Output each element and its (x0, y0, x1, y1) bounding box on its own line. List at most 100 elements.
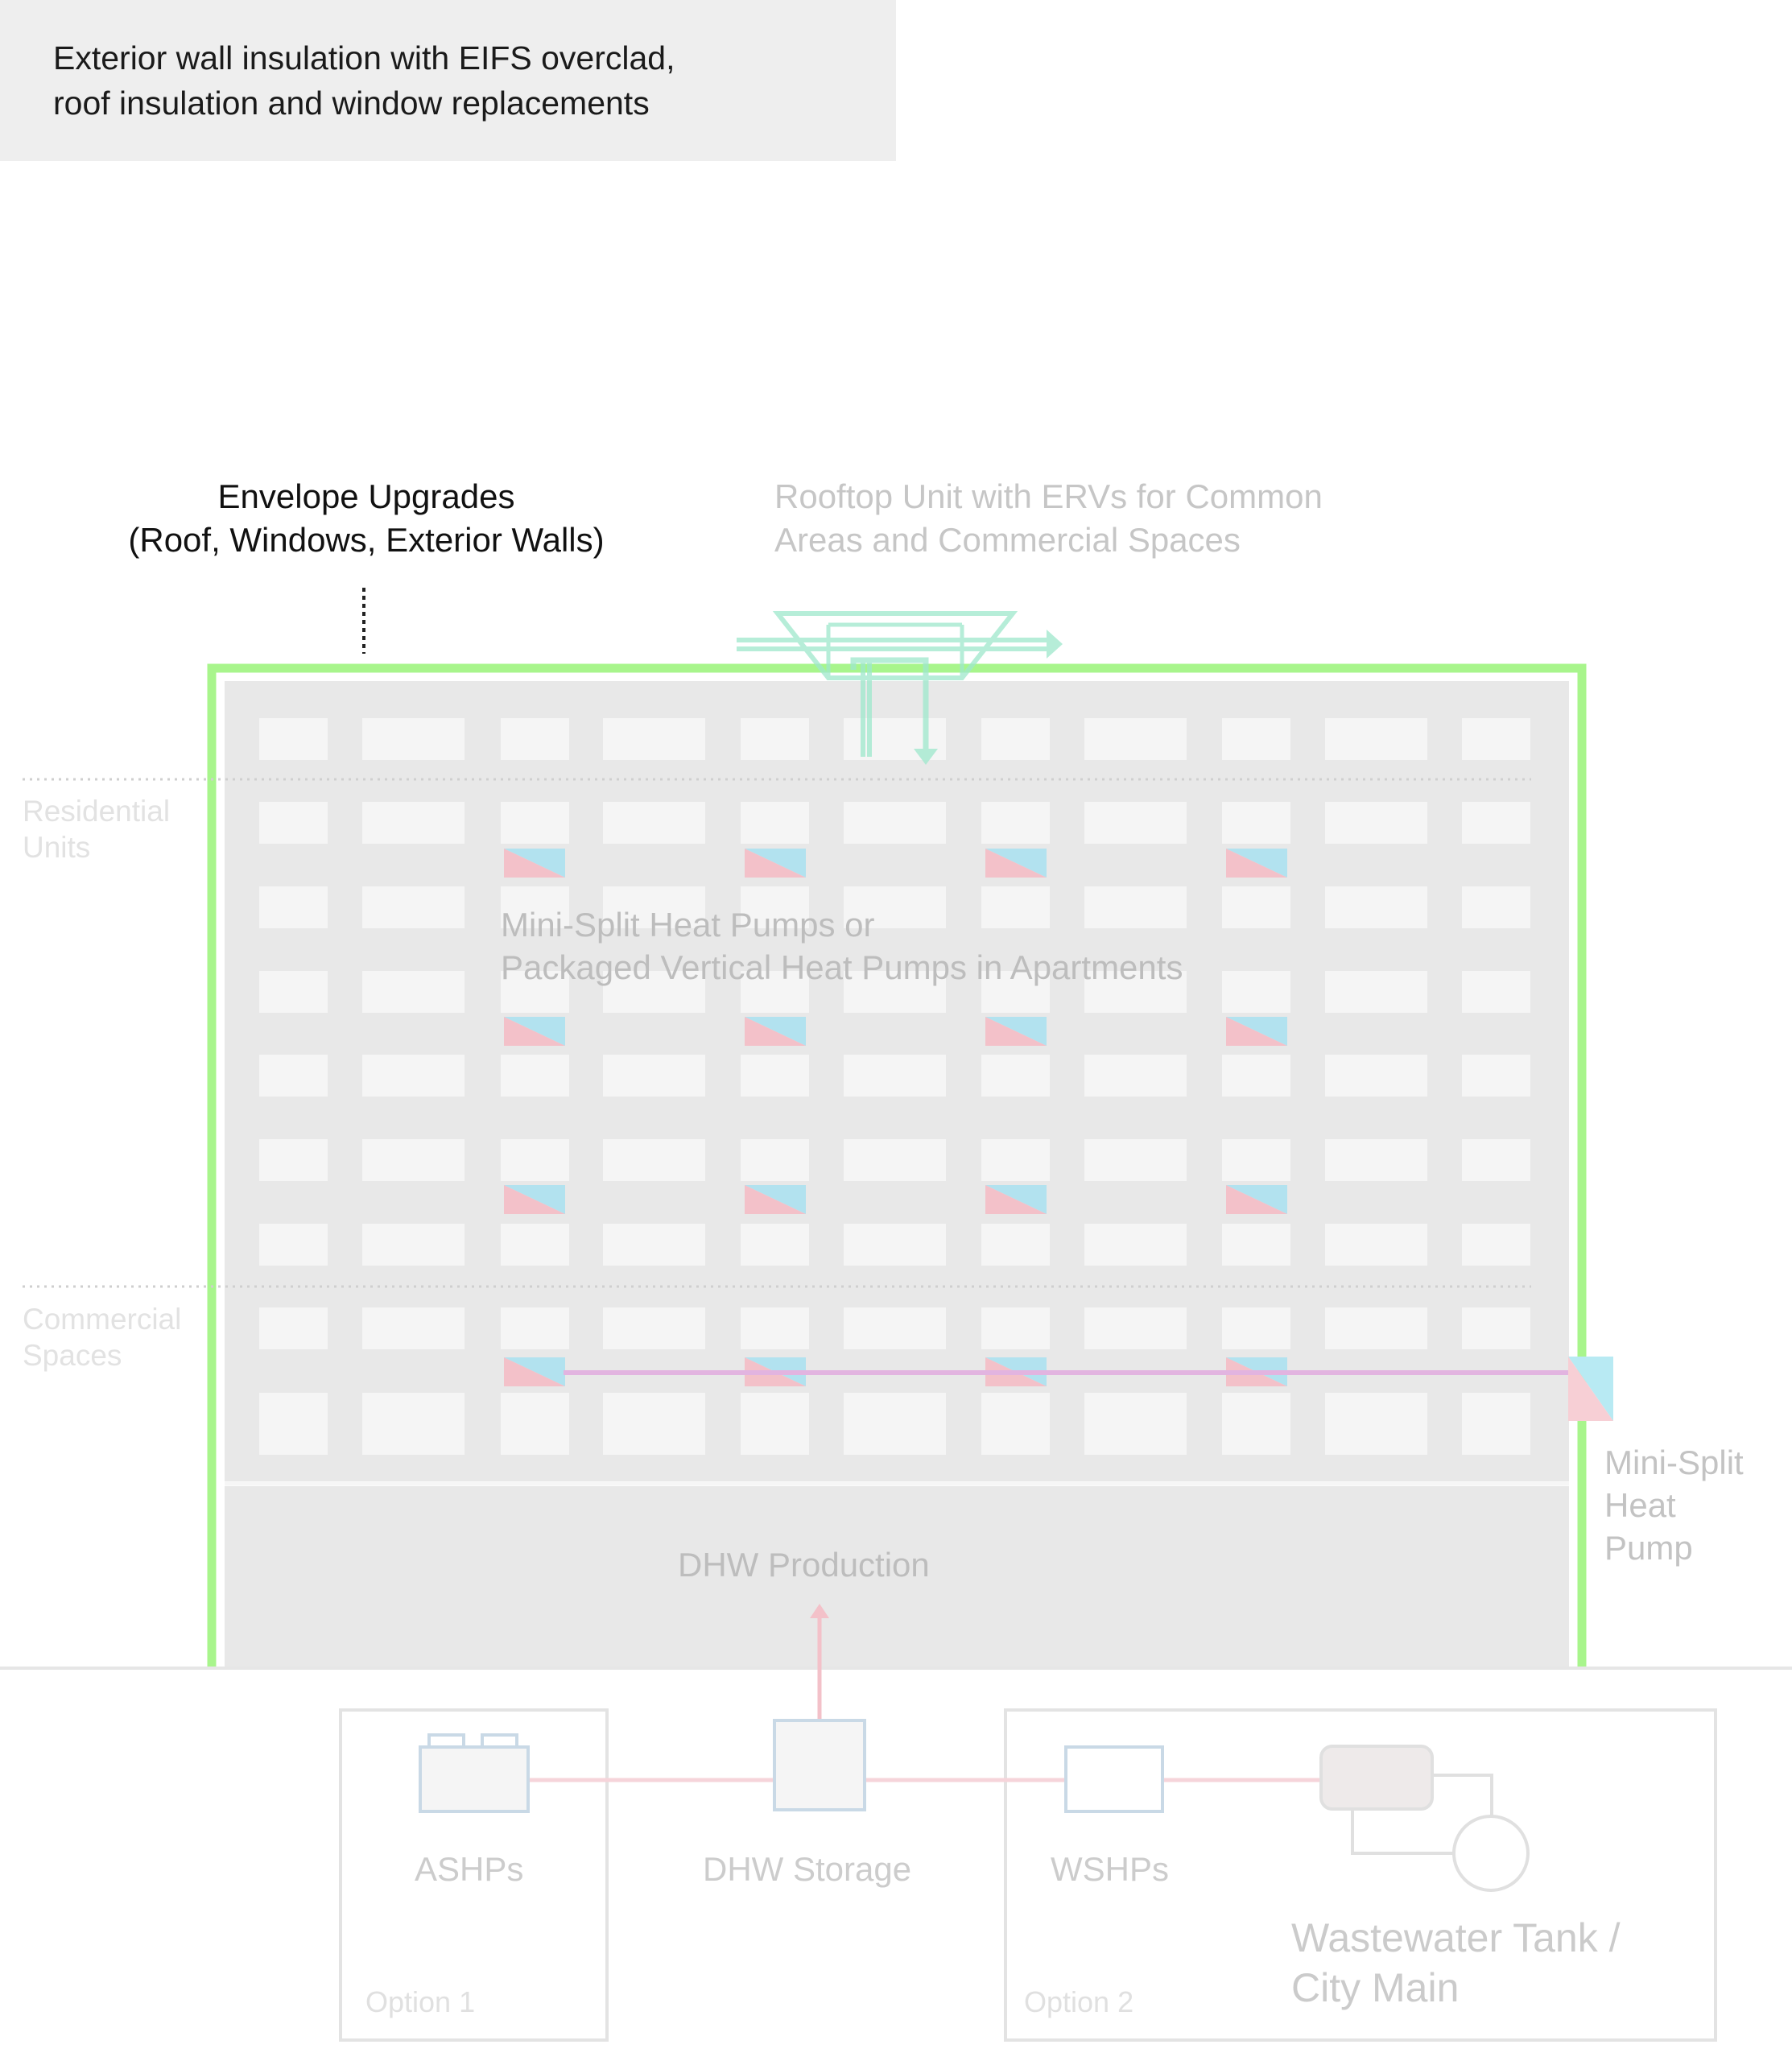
commercial-label-line-1: Commercial (23, 1303, 182, 1336)
minisplit-label-line-1: Mini-Split (1604, 1444, 1744, 1481)
window (741, 886, 809, 928)
window (844, 1139, 946, 1181)
option-2-frame (1004, 1708, 1717, 2042)
window (741, 718, 809, 760)
window (1325, 1139, 1427, 1181)
window (981, 718, 1050, 760)
window (1222, 1139, 1290, 1181)
window (844, 971, 946, 1013)
window (362, 971, 465, 1013)
window (981, 1139, 1050, 1181)
heat-pump-unit (1226, 1185, 1287, 1214)
option-1-label: Option 1 (365, 1985, 476, 2018)
commercial-label-line-2: Spaces (23, 1339, 122, 1372)
window (603, 718, 705, 760)
apartment-heat-pumps-label: Mini-Split Heat Pumps or Packaged Vertic… (501, 903, 1183, 989)
window (1222, 886, 1290, 928)
caption-box: Exterior wall insulation with EIFS overc… (0, 0, 896, 161)
window (741, 971, 809, 1013)
window (1462, 971, 1530, 1013)
window (1325, 1224, 1427, 1266)
window (1222, 971, 1290, 1013)
window (1222, 718, 1290, 760)
window (1084, 1224, 1187, 1266)
dhw-storage-icon (773, 1719, 866, 1811)
window (362, 1224, 465, 1266)
window (362, 1139, 465, 1181)
heat-pump-unit (985, 1185, 1047, 1214)
window (362, 802, 465, 844)
window (1462, 1224, 1530, 1266)
wastewater-tank-label: Wastewater Tank / City Main (1291, 1913, 1621, 2013)
caption-text: Exterior wall insulation with EIFS overc… (53, 35, 874, 126)
window (1222, 1055, 1290, 1097)
window (1462, 718, 1530, 760)
window (259, 1307, 328, 1349)
heat-pump-unit (1226, 849, 1287, 878)
window (501, 1139, 569, 1181)
rooftop-erv-unit (737, 611, 1063, 765)
window (501, 886, 569, 928)
window (1222, 802, 1290, 844)
window (362, 1055, 465, 1097)
wastewater-label-line-1: Wastewater Tank / (1291, 1915, 1621, 1960)
envelope-outline (207, 663, 1587, 1667)
heat-pump-unit (504, 1357, 565, 1386)
window (501, 1393, 569, 1455)
window (1325, 1055, 1427, 1097)
wastewater-label-line-2: City Main (1291, 1965, 1460, 2010)
window (1325, 802, 1427, 844)
heat-pump-unit (504, 849, 565, 878)
window (1084, 802, 1187, 844)
window (501, 1055, 569, 1097)
window (1462, 1055, 1530, 1097)
window (259, 1139, 328, 1181)
dhw-arrow-head (810, 1604, 829, 1618)
window (1084, 1139, 1187, 1181)
window (501, 802, 569, 844)
residential-label-line-2: Units (23, 831, 91, 864)
window (603, 1224, 705, 1266)
window (981, 1393, 1050, 1455)
window (1325, 1393, 1427, 1455)
wshps-label: WSHPs (1051, 1850, 1169, 1888)
window (362, 1393, 465, 1455)
window (1462, 886, 1530, 928)
ashp-icon (419, 1733, 530, 1813)
window (1084, 718, 1187, 760)
window (259, 1055, 328, 1097)
heat-pump-unit (985, 1017, 1047, 1046)
apt-hp-label-line-2: Packaged Vertical Heat Pumps in Apartmen… (501, 948, 1183, 986)
option-2-label: Option 2 (1024, 1985, 1134, 2018)
heat-pump-unit (504, 1185, 565, 1214)
wshp-icon (1064, 1745, 1164, 1813)
minisplit-label-line-2: Heat (1604, 1486, 1676, 1524)
window (603, 971, 705, 1013)
window (259, 718, 328, 760)
window (603, 1307, 705, 1349)
window (844, 1393, 946, 1455)
rooftop-unit-label: Rooftop Unit with ERVs for Common Areas … (774, 475, 1323, 562)
mini-split-heat-pump-label: Mini-Split Heat Pump (1604, 1441, 1744, 1569)
window (501, 718, 569, 760)
heat-pump-unit (504, 1017, 565, 1046)
caption-line-2: roof insulation and window replacements (53, 85, 650, 122)
window (259, 802, 328, 844)
rooftop-label-line-2: Areas and Commercial Spaces (774, 521, 1241, 559)
window (981, 802, 1050, 844)
window (603, 1055, 705, 1097)
window (259, 971, 328, 1013)
dhw-storage-label: DHW Storage (703, 1850, 912, 1888)
window (1084, 1393, 1187, 1455)
window (259, 1393, 328, 1455)
window (844, 886, 946, 928)
window (1084, 971, 1187, 1013)
dhw-production-label: DHW Production (678, 1546, 930, 1584)
heat-pump-unit (985, 849, 1047, 878)
caption-line-1: Exterior wall insulation with EIFS overc… (53, 39, 675, 76)
heat-pump-unit (745, 1017, 806, 1046)
window (1462, 1393, 1530, 1455)
window (1325, 886, 1427, 928)
window (1325, 718, 1427, 760)
window (1084, 1055, 1187, 1097)
